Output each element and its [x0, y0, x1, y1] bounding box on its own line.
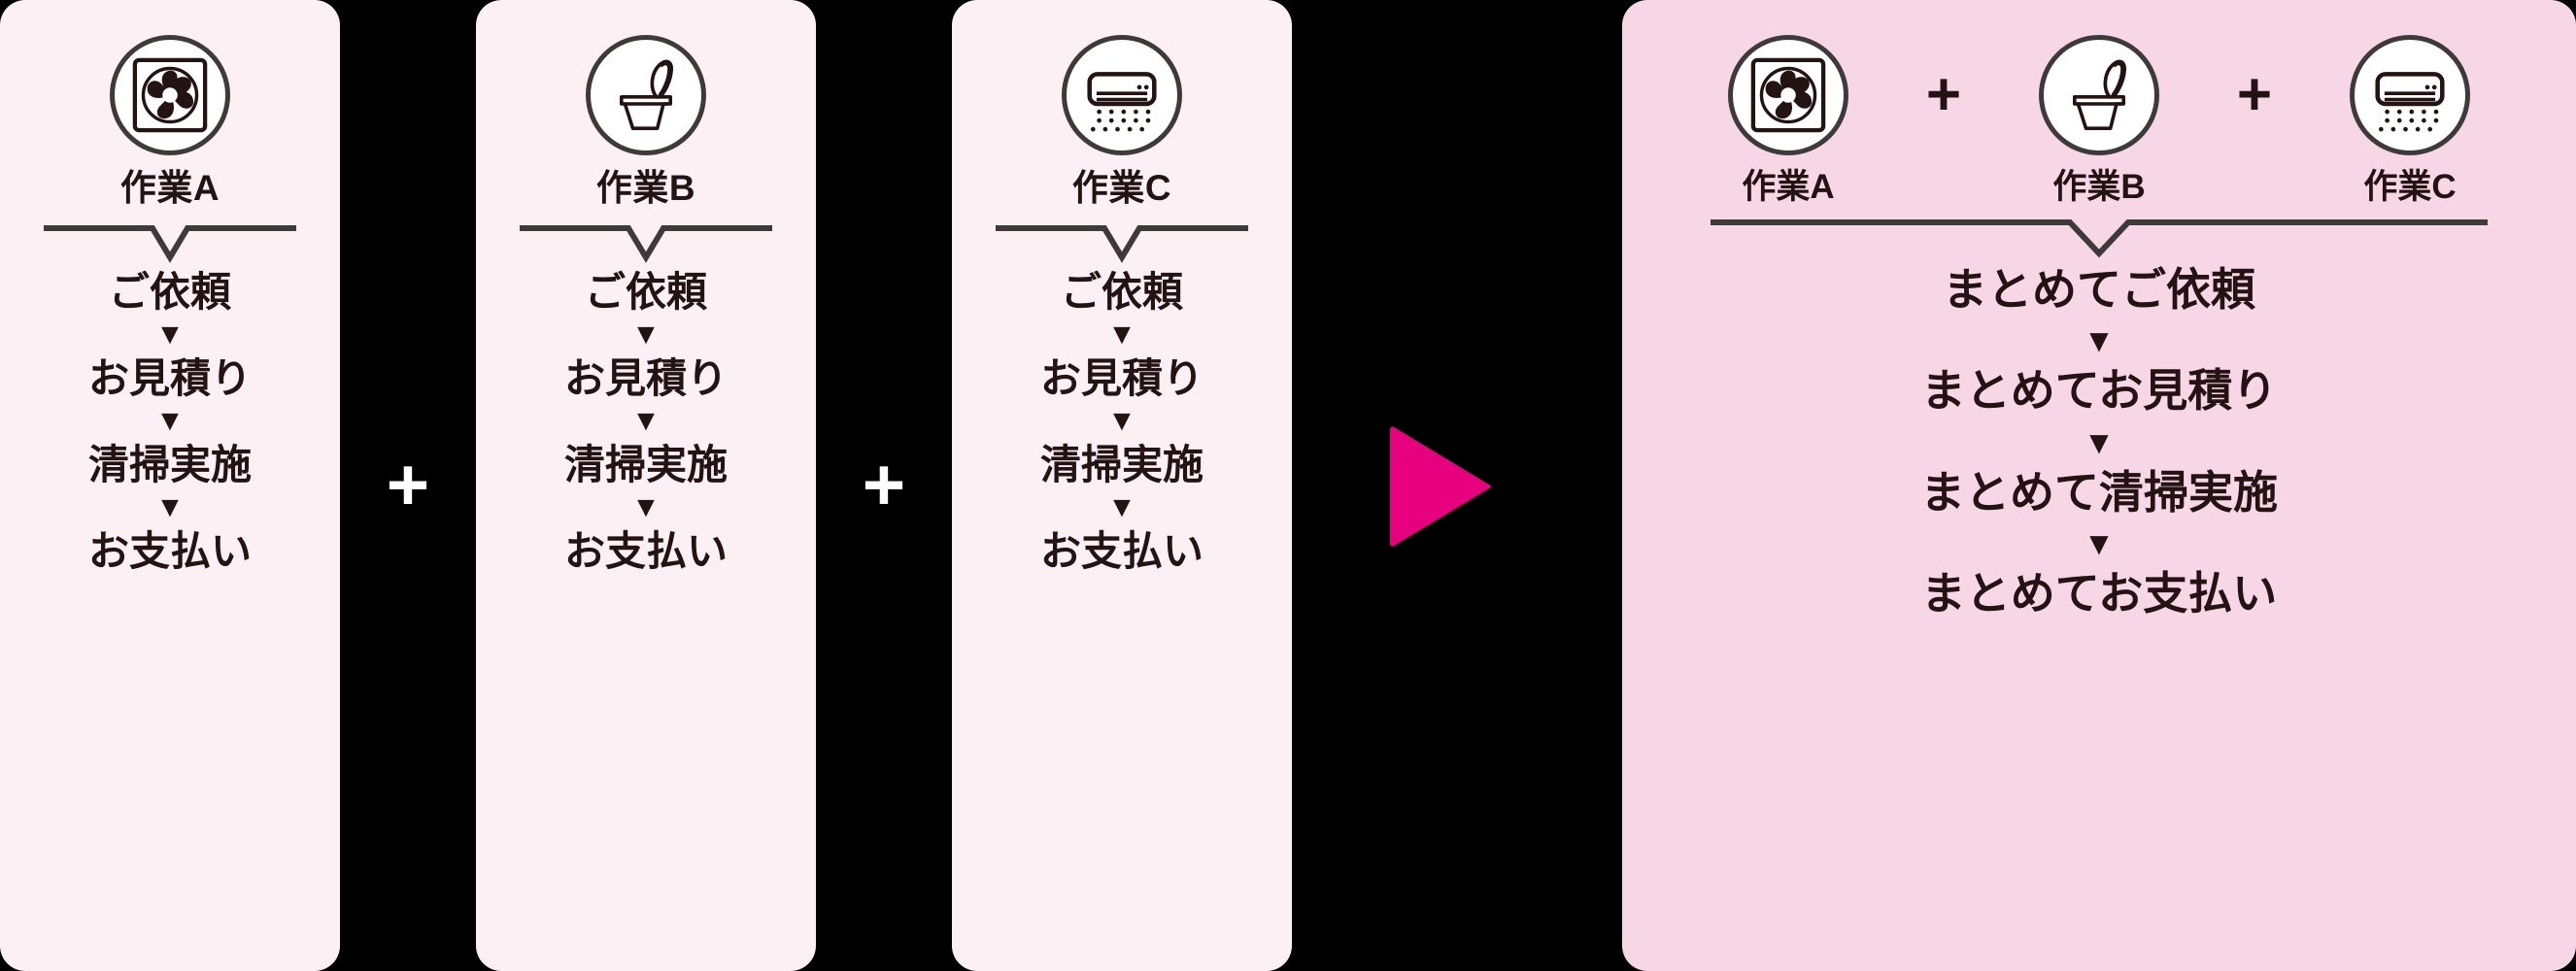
arrow-down-icon: ▼ — [631, 490, 661, 523]
arrow-down-icon: ▼ — [155, 404, 185, 437]
bracket-connector — [996, 222, 1248, 263]
flow-step: まとめて清掃実施 — [1920, 466, 2278, 518]
service-flow-c: ご依頼 ▼ お見積り ▼ 清掃実施 ▼ お支払い — [1040, 269, 1203, 574]
bundled-label: 作業A — [1742, 168, 1835, 206]
flow-step: 清掃実施 — [563, 441, 728, 487]
flow-step: お支払い — [563, 527, 728, 574]
flow-step: 清掃実施 — [87, 441, 252, 487]
arrow-down-icon: ▼ — [631, 404, 661, 437]
bundled-service-panel: 作業A + 作業B + — [1622, 0, 2576, 971]
arrow-down-icon: ▼ — [155, 490, 185, 523]
flow-step: お支払い — [1039, 527, 1203, 574]
bundled-icons-row: 作業A + 作業B + — [1674, 35, 2525, 207]
flow-step: ご依頼 — [1060, 268, 1183, 315]
toilet-icon — [2039, 35, 2159, 155]
plus-separator-2: + — [816, 0, 952, 971]
bundled-label: 作業B — [2052, 168, 2146, 206]
flow-step: お見積り — [87, 354, 252, 401]
plus-separator-4: + — [2236, 61, 2273, 128]
service-flow-b: ご依頼 ▼ お見積り ▼ 清掃実施 ▼ お支払い — [564, 269, 728, 574]
flow-step: ご依頼 — [108, 268, 231, 315]
arrow-down-icon: ▼ — [2083, 525, 2116, 562]
flow-step: お支払い — [87, 527, 252, 574]
play-triangle-right-icon — [1384, 424, 1493, 549]
flow-step: 清掃実施 — [1039, 441, 1203, 487]
arrow-down-icon: ▼ — [1107, 318, 1136, 351]
ventilation-fan-icon — [110, 35, 230, 155]
air-conditioner-icon — [2350, 35, 2470, 155]
service-flow-a: ご依頼 ▼ お見積り ▼ 清掃実施 ▼ お支払い — [88, 269, 252, 574]
service-card-b: 作業B ご依頼 ▼ お見積り ▼ 清掃実施 ▼ お支払い — [476, 0, 816, 971]
bundled-flow: まとめてご依頼 ▼ まとめてお見積り ▼ まとめて清掃実施 ▼ まとめてお支払い — [1920, 263, 2278, 619]
arrow-down-icon: ▼ — [2083, 322, 2116, 359]
bracket-connector — [44, 222, 296, 263]
flow-step: まとめてご依頼 — [1943, 263, 2255, 315]
flow-step: お見積り — [1039, 354, 1203, 401]
flow-step: ご依頼 — [584, 268, 707, 315]
plus-separator-3: + — [1925, 61, 1962, 128]
individual-services-group: 作業A ご依頼 ▼ お見積り ▼ 清掃実施 ▼ お支払い + — [0, 0, 1292, 971]
bracket-connector — [520, 222, 772, 263]
flow-step: まとめてお見積り — [1920, 365, 2278, 417]
arrow-down-icon: ▼ — [1107, 404, 1136, 437]
flow-step: お見積り — [563, 354, 728, 401]
bundled-item-b: 作業B — [1984, 35, 2214, 207]
service-label: 作業B — [595, 168, 696, 208]
bracket-connector-wide — [1711, 217, 2488, 257]
arrow-down-icon: ▼ — [1107, 490, 1136, 523]
service-label: 作業A — [119, 168, 220, 208]
bundled-label: 作業C — [2363, 168, 2457, 206]
service-card-a: 作業A ご依頼 ▼ お見積り ▼ 清掃実施 ▼ お支払い — [0, 0, 340, 971]
plus-separator-1: + — [340, 0, 476, 971]
arrow-down-icon: ▼ — [631, 318, 661, 351]
arrow-down-icon: ▼ — [2083, 423, 2116, 460]
bundled-item-c: 作業C — [2295, 35, 2525, 207]
toilet-icon — [586, 35, 706, 155]
flow-step: まとめてお支払い — [1920, 568, 2278, 619]
air-conditioner-icon — [1062, 35, 1182, 155]
arrow-down-icon: ▼ — [155, 318, 185, 351]
bundled-item-a: 作業A — [1674, 35, 1903, 207]
ventilation-fan-icon — [1728, 35, 1848, 155]
service-card-c: 作業C ご依頼 ▼ お見積り ▼ 清掃実施 ▼ お支払い — [952, 0, 1292, 971]
service-label: 作業C — [1071, 168, 1172, 208]
